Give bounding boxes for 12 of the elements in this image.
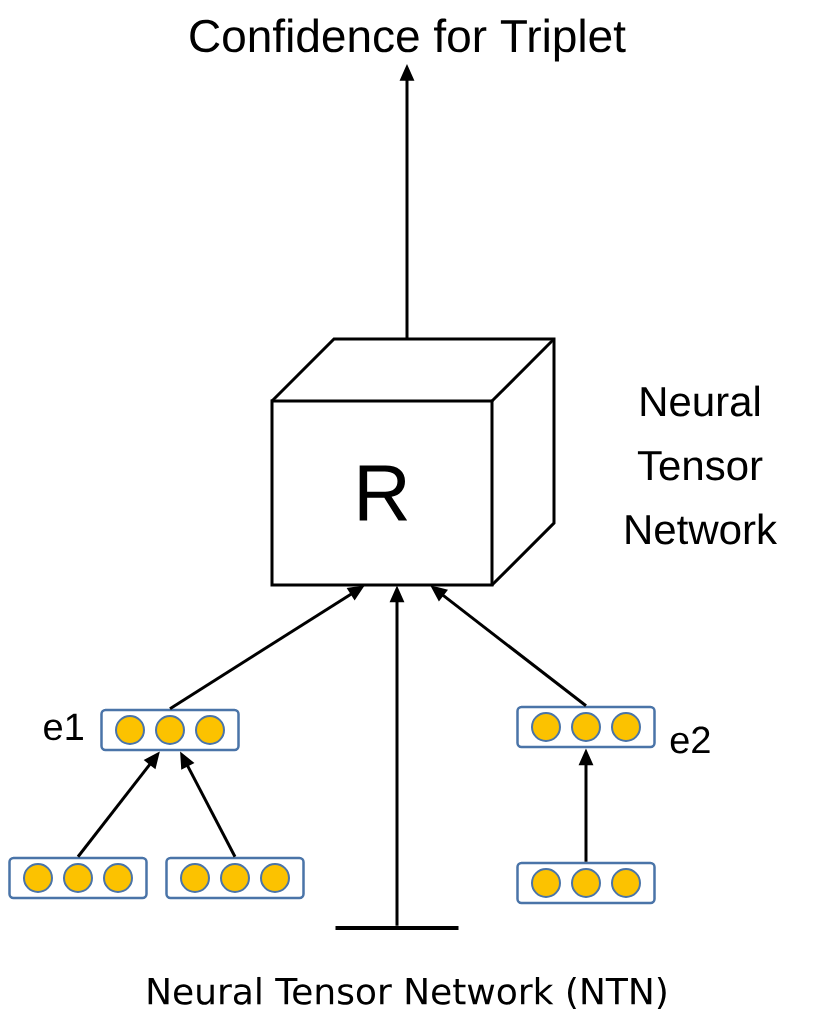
side-label: Neural Tensor Network <box>626 385 778 545</box>
vector-box <box>516 861 656 905</box>
output-label: Confidence for Triplet <box>190 18 626 62</box>
bar <box>335 926 459 930</box>
vector-box <box>100 708 240 752</box>
vector-label: e2 <box>670 726 710 754</box>
vector-label: e1 <box>44 713 83 741</box>
vector-box <box>516 705 656 749</box>
caption: Neural Tensor Network (NTN) <box>148 976 666 1010</box>
cube: R <box>270 337 556 587</box>
vector-box <box>8 856 148 900</box>
vector-box <box>165 856 305 900</box>
